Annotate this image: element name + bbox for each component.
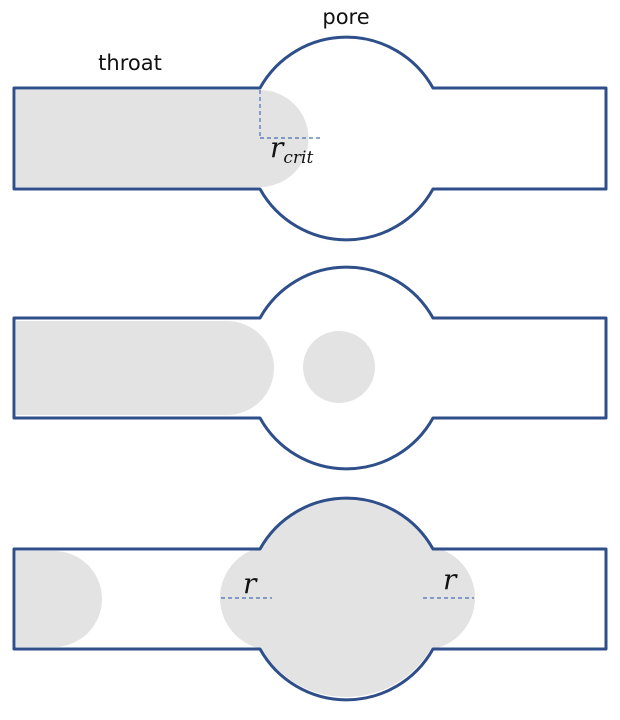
panel-2 xyxy=(12,265,608,471)
panel-3-fluid-left xyxy=(16,551,102,647)
panel-1-channel-outline xyxy=(12,35,608,242)
r-right-label: r xyxy=(443,563,458,596)
panel-2-channel-outline xyxy=(12,265,608,471)
panel-3: r r xyxy=(12,496,608,702)
panel-3-channel-outline xyxy=(12,496,608,702)
throat-label: throat xyxy=(98,51,162,75)
r-crit-label: rcrit xyxy=(270,131,313,168)
panel-2-fluid-finger xyxy=(16,321,274,415)
r-crit-base: r xyxy=(270,131,285,164)
r-crit-subscript: crit xyxy=(283,148,313,168)
panel-2-droplet xyxy=(303,331,375,403)
r-left-label: r xyxy=(243,567,258,600)
pore-label: pore xyxy=(322,5,369,29)
panel-1-fluid-finger xyxy=(16,90,309,187)
panel-1: rcrit xyxy=(12,35,608,242)
panel-3-pore-fill xyxy=(247,499,445,697)
